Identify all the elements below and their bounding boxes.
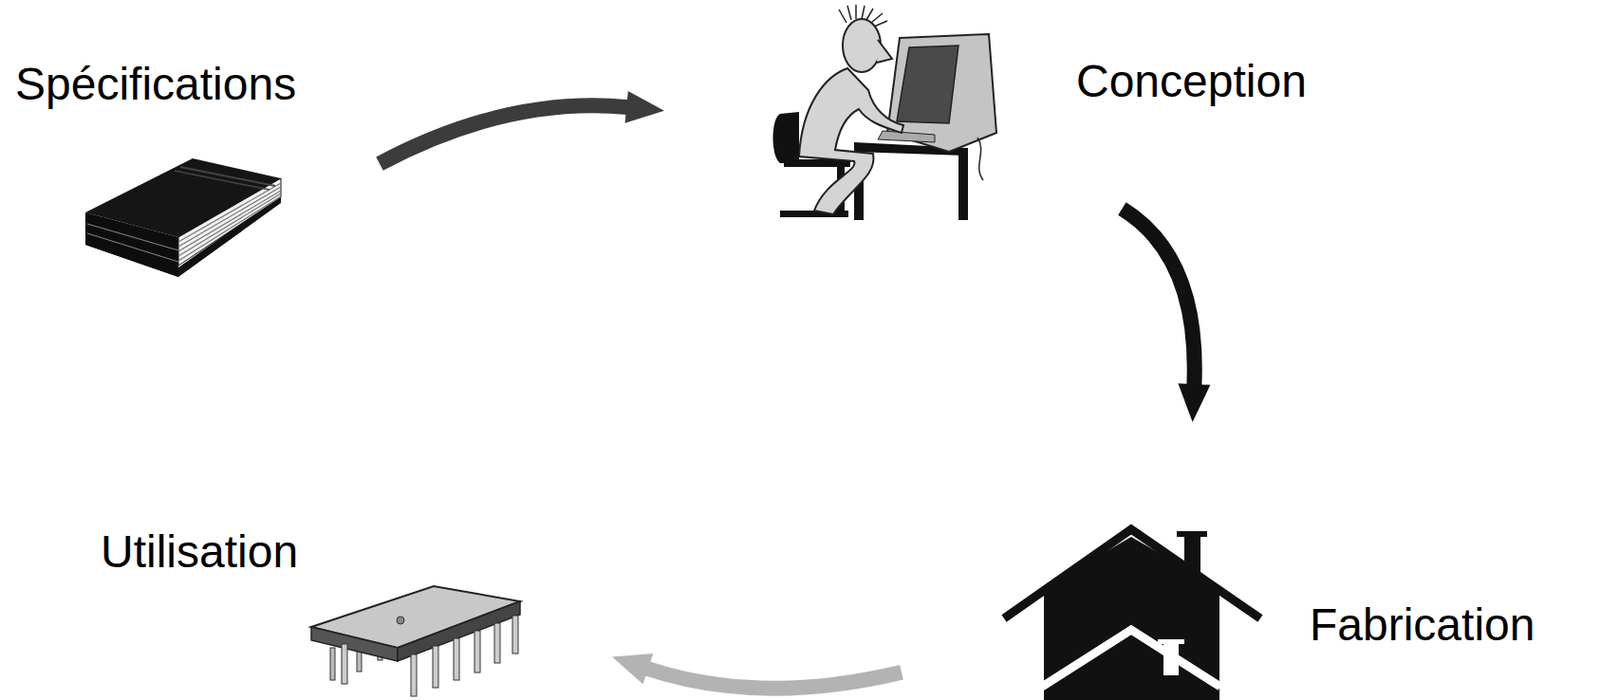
arrow-shaft (379, 105, 629, 164)
arrow-head (612, 653, 653, 685)
stage-node: Spécifications (9, 52, 380, 285)
stage-label: Utilisation (100, 527, 298, 578)
flow-arrow (379, 91, 665, 165)
chip-icon (311, 586, 521, 697)
factory-icon (1004, 529, 1261, 700)
flow-arrow (612, 653, 902, 689)
stage-node: Fabrication (901, 422, 1595, 700)
stage-label: Fabrication (1309, 600, 1535, 652)
stage-label: Spécifications (15, 59, 297, 111)
arrow-shaft (646, 669, 902, 689)
flow-arrow (1121, 208, 1210, 423)
arrow-head (625, 91, 665, 124)
stage-node: Conception (664, 4, 1348, 209)
designer-icon (773, 4, 998, 221)
arrow-shaft (1121, 208, 1194, 387)
arrow-head (1177, 383, 1210, 423)
stage-node: Utilisation (94, 521, 613, 698)
stage-label: Conception (1076, 56, 1307, 108)
book-icon (85, 158, 281, 278)
